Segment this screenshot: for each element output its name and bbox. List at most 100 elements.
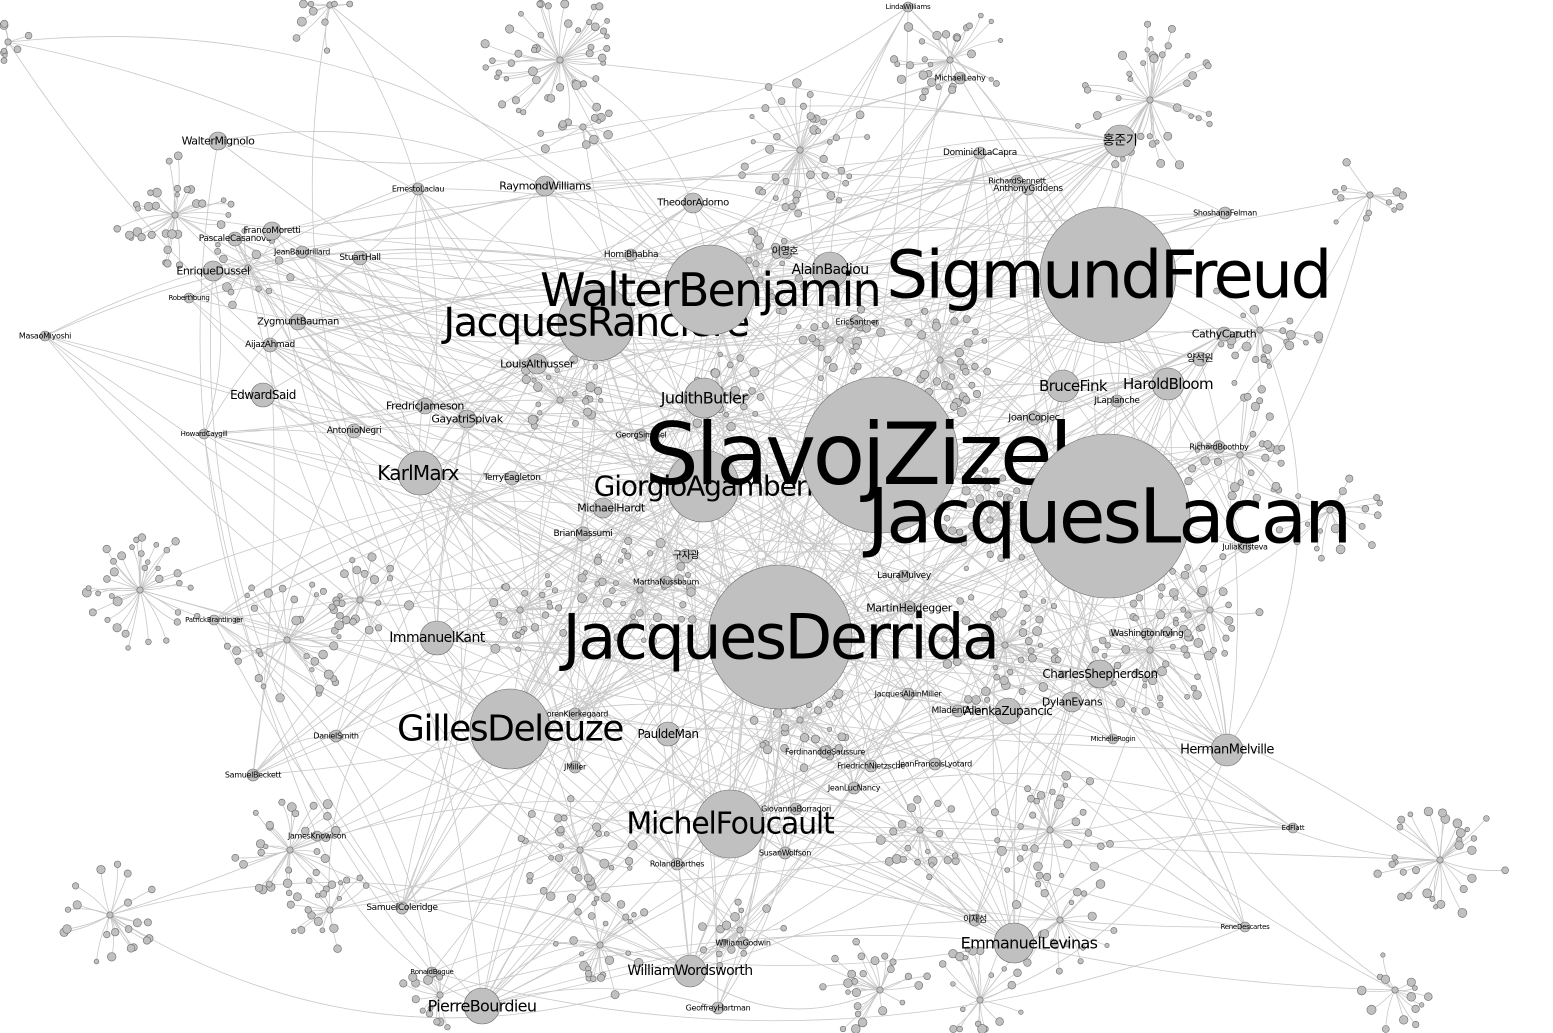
node-n63: JuliaKristeva bbox=[1221, 540, 1268, 554]
leaf-edge bbox=[139, 585, 191, 591]
minor-node-650 bbox=[1286, 317, 1294, 325]
edge-74 bbox=[595, 180, 1018, 324]
minor-node-119 bbox=[219, 254, 228, 264]
minor-node-902 bbox=[1411, 1004, 1420, 1014]
minor-node-318 bbox=[517, 835, 525, 843]
node-label: ZygmuntBauman bbox=[257, 317, 339, 328]
leaf-edge bbox=[830, 298, 841, 341]
minor-node-30 bbox=[518, 11, 524, 17]
minor-node-598 bbox=[1252, 493, 1261, 503]
minor-node-522 bbox=[1194, 673, 1201, 680]
node-circle bbox=[395, 901, 409, 915]
minor-node-382 bbox=[854, 1010, 862, 1018]
node-label: 홍준기 bbox=[1103, 134, 1137, 149]
node-label: RichardBoothby bbox=[1189, 443, 1249, 452]
node-n1: SlavojZizek bbox=[644, 376, 1103, 534]
minor-node-216 bbox=[265, 820, 274, 830]
edge-191 bbox=[795, 673, 1101, 810]
minor-node-606 bbox=[1263, 440, 1272, 449]
hub-edge bbox=[247, 267, 1101, 677]
minor-node-708 bbox=[967, 49, 976, 59]
minor-node-828 bbox=[946, 383, 954, 391]
minor-node-582 bbox=[1210, 647, 1217, 654]
node-circle bbox=[262, 221, 282, 241]
node-label: SorenKierkegaard bbox=[542, 710, 608, 719]
minor-node-746 bbox=[761, 104, 770, 113]
hub-edge bbox=[1099, 194, 1371, 675]
leaf-edge bbox=[127, 589, 141, 649]
leaf-edge bbox=[75, 885, 111, 916]
leaf-edge bbox=[765, 107, 801, 151]
hub-edge bbox=[939, 140, 1121, 361]
node-n50: JacquesAlainMiller bbox=[874, 687, 943, 701]
node-label: EnriqueDussel bbox=[176, 265, 250, 278]
leaf-edge bbox=[923, 311, 941, 361]
minor-node-93 bbox=[175, 261, 184, 269]
minor-node-94 bbox=[163, 259, 172, 268]
minor-node-428 bbox=[1011, 900, 1021, 910]
minor-node-885 bbox=[1452, 818, 1463, 829]
leaf-edge bbox=[1087, 89, 1151, 101]
leaf-edge bbox=[286, 591, 324, 641]
minor-node-193 bbox=[352, 565, 362, 575]
minor-node-556 bbox=[1162, 660, 1170, 668]
leaf-edge bbox=[1149, 99, 1158, 143]
minor-node-4 bbox=[515, 107, 522, 114]
minor-node-369 bbox=[881, 952, 889, 960]
minor-node-553 bbox=[1115, 698, 1126, 708]
minor-node-layer bbox=[0, 0, 1509, 1033]
minor-node-488 bbox=[993, 673, 1001, 681]
minor-node-484 bbox=[1027, 647, 1035, 655]
node-label: GiorgioAgamben bbox=[594, 470, 813, 503]
edge-128 bbox=[419, 472, 1246, 928]
node-n13: WilliamWordsworth bbox=[627, 954, 753, 988]
node-circle bbox=[847, 781, 861, 795]
node-n74: WilliamGodwin bbox=[715, 936, 771, 950]
minor-node-615 bbox=[1237, 479, 1245, 486]
minor-node-174 bbox=[275, 693, 285, 703]
node-n86: EdFlatt bbox=[1282, 822, 1305, 834]
minor-node-788 bbox=[779, 260, 786, 267]
leaf-edge bbox=[543, 849, 581, 892]
edge-185 bbox=[401, 710, 1009, 909]
node-n41: StuartHall bbox=[339, 250, 381, 266]
cluster-hub-node bbox=[1146, 646, 1154, 654]
edge-392 bbox=[188, 297, 858, 346]
node-n32: FrancoMoretti bbox=[243, 221, 301, 241]
node-n36: FredricJameson bbox=[386, 397, 465, 415]
minor-node-536 bbox=[1193, 638, 1204, 648]
node-n64: MichaelLeahy bbox=[935, 71, 986, 85]
minor-node-679 bbox=[1154, 139, 1160, 145]
node-circle bbox=[526, 353, 548, 375]
minor-node-819 bbox=[962, 315, 971, 323]
minor-node-61 bbox=[323, 47, 331, 54]
minor-node-732 bbox=[806, 170, 815, 180]
minor-node-909 bbox=[1412, 985, 1418, 991]
leaf-edge bbox=[1209, 609, 1260, 615]
edge-348 bbox=[574, 713, 976, 921]
node-circle bbox=[1239, 921, 1251, 933]
minor-node-661 bbox=[1260, 355, 1268, 363]
edge-132 bbox=[1013, 826, 1294, 944]
node-n61: DominickLaCapra bbox=[943, 146, 1017, 160]
minor-node-864 bbox=[1342, 158, 1351, 167]
minor-node-736 bbox=[777, 97, 786, 105]
minor-node-63 bbox=[321, 18, 329, 26]
node-circle bbox=[801, 376, 959, 534]
minor-node-489 bbox=[984, 696, 991, 703]
minor-node-1028 bbox=[826, 726, 833, 732]
minor-node-688 bbox=[1111, 160, 1120, 169]
minor-node-146 bbox=[125, 645, 131, 651]
node-circle bbox=[1140, 627, 1154, 641]
minor-node-804 bbox=[948, 305, 957, 314]
hub-edge bbox=[289, 849, 1015, 966]
minor-node-490 bbox=[952, 657, 962, 667]
cluster-hub-node bbox=[244, 264, 252, 272]
leaf-edge bbox=[949, 59, 992, 80]
edge-382 bbox=[203, 433, 731, 825]
hub-edge bbox=[559, 59, 1109, 517]
minor-node-301 bbox=[527, 810, 536, 818]
minor-node-157 bbox=[260, 683, 267, 690]
node-n42: HomiBhabha bbox=[604, 248, 659, 262]
